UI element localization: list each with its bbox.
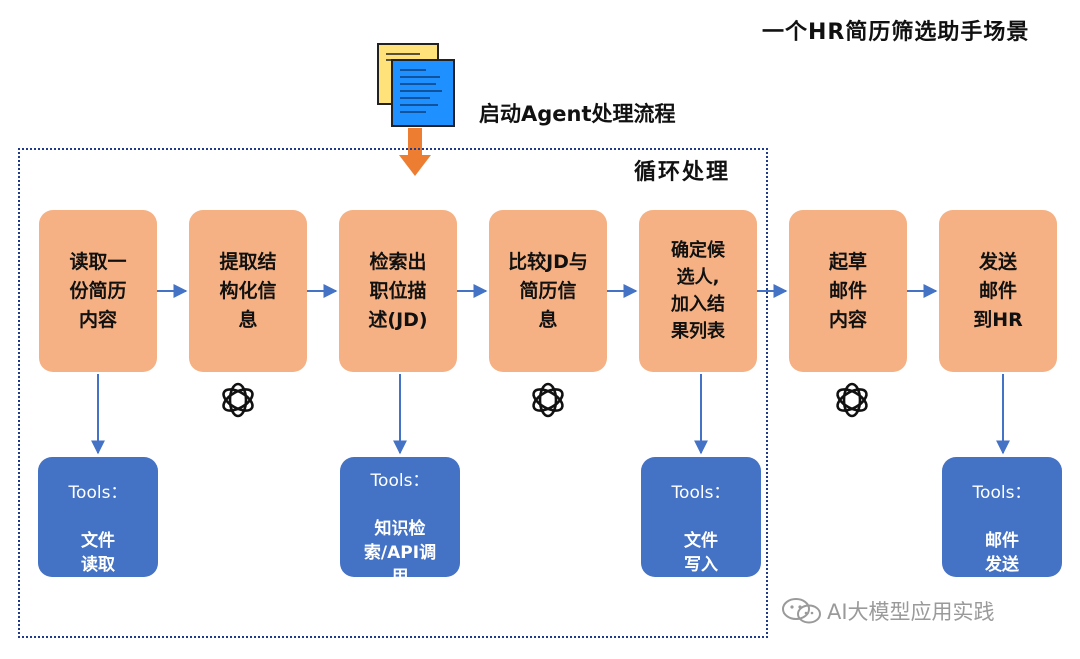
openai-logo-icon bbox=[532, 382, 564, 418]
tool-body: 知识检 索/API调 用 bbox=[363, 519, 437, 587]
watermark-text: AI大模型应用实践 bbox=[827, 600, 995, 624]
documents-icon bbox=[377, 43, 455, 127]
tool-body: 文件 写入 bbox=[683, 531, 718, 575]
step-read-resume: 读取一 份简历 内容 bbox=[39, 210, 157, 372]
tool-heading: Tools： bbox=[68, 483, 128, 503]
step-select-candidate: 确定候 选人, 加入结 果列表 bbox=[639, 210, 757, 372]
step-draft-email: 起草 邮件 内容 bbox=[789, 210, 907, 372]
openai-logo-icon bbox=[222, 382, 254, 418]
tool-arrows bbox=[91, 374, 1010, 455]
tool-heading: Tools： bbox=[370, 471, 430, 491]
step-compare: 比较JD与 简历信 息 bbox=[489, 210, 607, 372]
tool-heading: Tools： bbox=[972, 483, 1032, 503]
step-retrieve-jd: 检索出 职位描 述(JD) bbox=[339, 210, 457, 372]
watermark: AI大模型应用实践 bbox=[781, 596, 995, 626]
openai-logo-icon bbox=[836, 382, 868, 418]
loop-region bbox=[18, 148, 768, 638]
tool-file-write: Tools： 文件 写入 bbox=[641, 457, 761, 577]
loop-label: 循环处理 bbox=[634, 160, 731, 185]
tool-body: 文件 读取 bbox=[80, 531, 115, 575]
tool-body: 邮件 发送 bbox=[984, 531, 1019, 575]
step-send-email: 发送 邮件 到HR bbox=[939, 210, 1057, 372]
diagram-title: 一个HR简历筛选助手场景 bbox=[762, 20, 1030, 45]
tool-heading: Tools： bbox=[671, 483, 731, 503]
tool-file-read: Tools： 文件 读取 bbox=[38, 457, 158, 577]
wechat-icon bbox=[782, 598, 821, 624]
start-label: 启动Agent处理流程 bbox=[479, 102, 676, 126]
step-extract-info: 提取结 构化信 息 bbox=[189, 210, 307, 372]
tool-knowledge-retrieval: Tools： 知识检 索/API调 用 bbox=[340, 457, 460, 587]
tool-email-send: Tools： 邮件 发送 bbox=[942, 457, 1062, 577]
